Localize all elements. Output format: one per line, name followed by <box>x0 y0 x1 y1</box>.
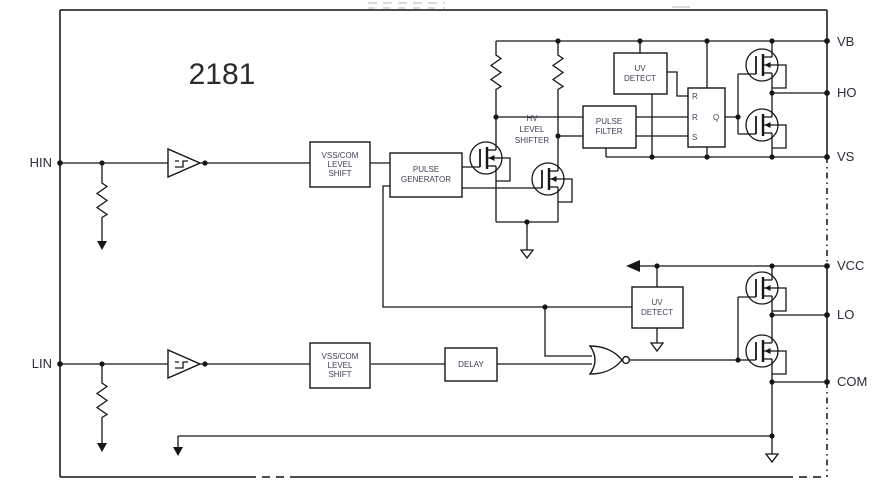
vcc-rail-net <box>626 260 827 287</box>
pin-ho: HO <box>837 85 857 100</box>
svg-text:VSS/COM: VSS/COM <box>322 352 359 361</box>
com-return-arrow-icon <box>764 453 780 464</box>
inverter-bubble-icon <box>621 355 631 365</box>
uv-detect-high-net <box>651 71 688 157</box>
pin-lin: LIN <box>32 356 52 371</box>
hv-level-shifter-label: HV LEVEL SHIFTER <box>515 114 549 145</box>
svg-text:FILTER: FILTER <box>596 127 623 136</box>
svg-text:Q: Q <box>713 113 719 122</box>
ho-highside-mosfet <box>736 39 788 91</box>
hysteresis-icon <box>175 160 188 168</box>
pin-labels: HIN LIN VB HO VS VCC LO COM <box>30 34 868 389</box>
ho-lowside-mosfet <box>736 99 788 151</box>
block-pulse-filter: PULSE FILTER <box>582 105 637 149</box>
ground-arrow-icon <box>173 447 183 456</box>
pin-vs: VS <box>837 149 855 164</box>
part-number: 2181 <box>189 58 256 91</box>
svg-text:SHIFT: SHIFT <box>328 169 351 178</box>
block-vss-com-level-shift-low: VSS/COM LEVEL SHIFT <box>309 342 371 389</box>
vss-ground-net <box>173 435 772 456</box>
svg-text:DETECT: DETECT <box>641 308 673 317</box>
svg-text:S: S <box>692 133 697 142</box>
lin-net <box>60 348 592 452</box>
svg-text:SHIFTER: SHIFTER <box>515 136 549 145</box>
svg-text:R: R <box>692 113 698 122</box>
svg-text:VSS/COM: VSS/COM <box>322 151 359 160</box>
block-pulse-generator: PULSE GENERATOR <box>389 152 463 198</box>
svg-text:R: R <box>692 92 698 101</box>
level-shift-resistor-1 <box>490 51 502 93</box>
border-artifact-dashes <box>368 2 690 9</box>
pin-com: COM <box>837 374 867 389</box>
com-return-arrow-icon <box>649 342 665 353</box>
block-uv-detect-low: UV DETECT <box>631 286 684 329</box>
svg-text:UV: UV <box>634 64 646 73</box>
lin-pulldown-resistor <box>96 379 108 421</box>
pin-vb: VB <box>837 34 854 49</box>
ground-arrow-icon <box>97 443 107 452</box>
lin-schmitt-buffer <box>167 348 202 380</box>
level-shift-mosfet-left <box>460 132 512 184</box>
hin-net <box>60 147 390 250</box>
svg-text:LEVEL: LEVEL <box>328 160 353 169</box>
uv-detect-low-net <box>382 185 665 357</box>
junction-dots <box>57 38 830 439</box>
hv-level-shifter-net <box>460 132 574 260</box>
chip-outline <box>59 9 828 478</box>
hin-pulldown-resistor <box>96 179 108 221</box>
pin-hin: HIN <box>30 155 52 170</box>
svg-text:LEVEL: LEVEL <box>520 125 545 134</box>
hysteresis-icon <box>175 361 188 369</box>
block-vss-com-level-shift-high: VSS/COM LEVEL SHIFT <box>309 141 371 188</box>
pin-vcc: VCC <box>837 258 864 273</box>
vs-return-arrow-icon <box>519 249 535 260</box>
low-side-output-net <box>736 262 827 464</box>
pin-lo: LO <box>837 307 854 322</box>
hin-schmitt-buffer <box>167 147 202 179</box>
svg-text:PULSE: PULSE <box>413 165 439 174</box>
block-delay: DELAY <box>444 347 498 382</box>
lo-highside-mosfet <box>736 262 788 314</box>
svg-text:HV: HV <box>526 114 538 123</box>
svg-text:PULSE: PULSE <box>596 117 622 126</box>
svg-text:SHIFT: SHIFT <box>328 370 351 379</box>
ground-arrow-icon <box>97 241 107 250</box>
block-latch: R R S Q <box>687 87 726 148</box>
nor-gate <box>588 297 739 375</box>
vcc-arrow-icon <box>626 260 640 272</box>
level-shift-mosfet-right <box>522 153 574 205</box>
level-shift-resistor-2 <box>552 51 564 93</box>
svg-text:GENERATOR: GENERATOR <box>401 175 451 184</box>
svg-text:LEVEL: LEVEL <box>328 361 353 370</box>
svg-text:DELAY: DELAY <box>458 360 484 369</box>
svg-text:UV: UV <box>651 298 663 307</box>
lo-lowside-mosfet <box>736 325 788 377</box>
svg-text:DETECT: DETECT <box>624 74 656 83</box>
block-uv-detect-high: UV DETECT <box>613 52 668 95</box>
pulse-filter-net <box>496 116 688 157</box>
